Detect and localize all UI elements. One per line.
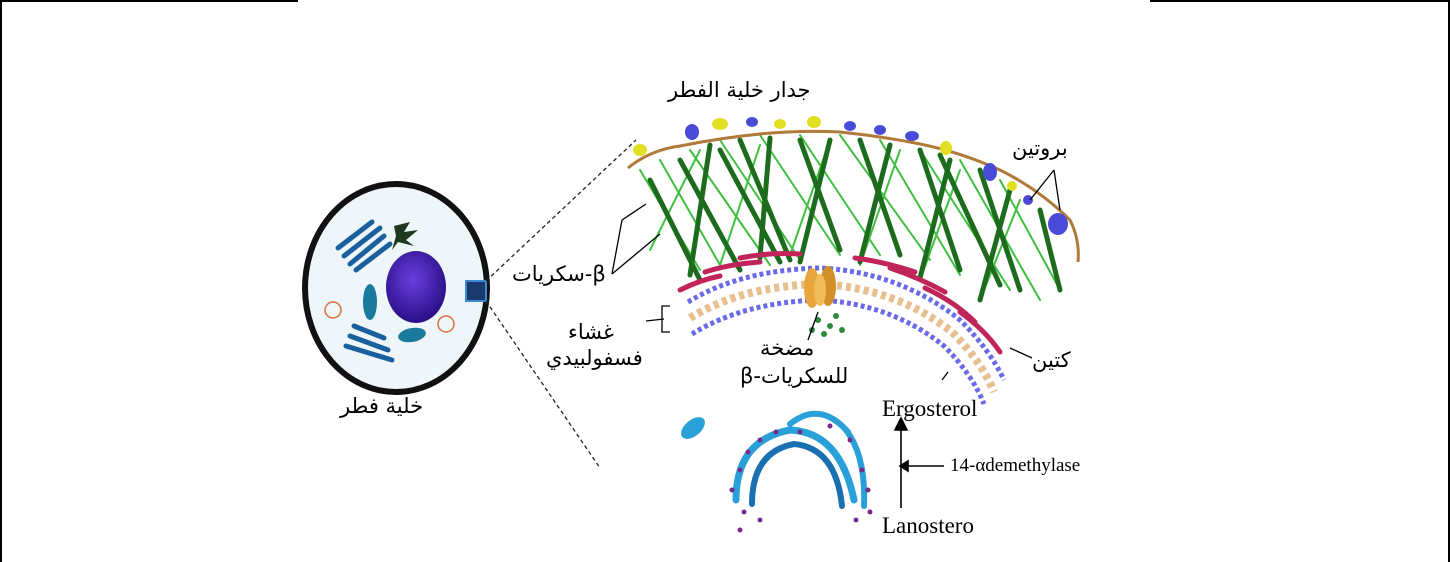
beta-glucan-fibers bbox=[640, 135, 1060, 300]
zoom-box bbox=[466, 281, 486, 301]
cell-wall-label: جدار خلية الفطر bbox=[668, 80, 811, 101]
chitin-label: كتين bbox=[1032, 350, 1071, 371]
beta-glucan-pump bbox=[804, 266, 836, 308]
pump-label-line1: مضخة bbox=[760, 338, 814, 359]
fungal-cell-label: خلية فطر bbox=[340, 396, 423, 417]
ergosterol-label: Ergosterol bbox=[882, 397, 977, 420]
pump-label-line2: للسكريات-β bbox=[740, 366, 848, 387]
nucleus bbox=[386, 251, 446, 323]
pathway-arrows bbox=[895, 418, 944, 508]
endoplasmic-reticulum-zoom bbox=[677, 413, 872, 533]
protein-label: بروتين bbox=[1012, 138, 1068, 159]
zoom-line-top bbox=[486, 140, 636, 281]
mitochondrion bbox=[363, 284, 377, 320]
fungal-cell bbox=[305, 184, 487, 392]
lanosterol-label: Lanostero bbox=[882, 514, 974, 537]
glucan-dots bbox=[809, 313, 845, 337]
membrane-label-line2: فسفولبيدي bbox=[546, 348, 643, 369]
membrane-label-line1: غشاء bbox=[568, 322, 614, 343]
beta-sugars-label: β-سكريات bbox=[512, 264, 606, 285]
enzyme-label: 14-αdemethylase bbox=[950, 456, 1080, 475]
